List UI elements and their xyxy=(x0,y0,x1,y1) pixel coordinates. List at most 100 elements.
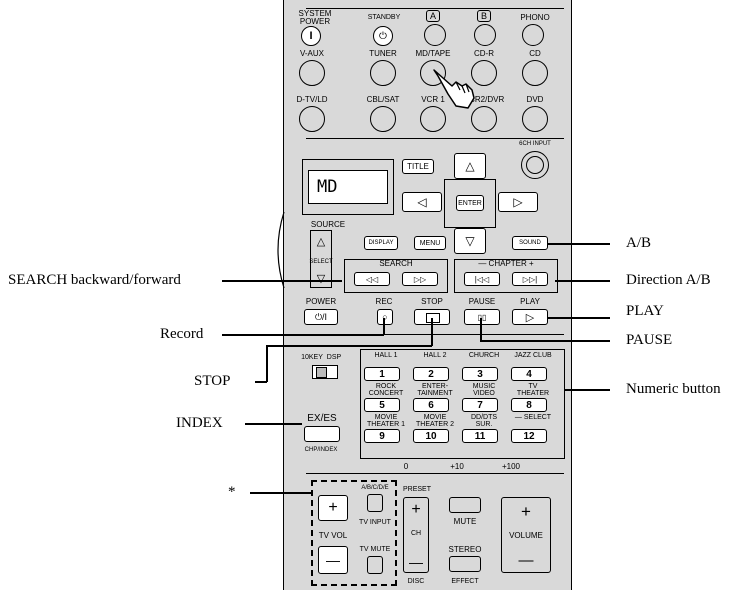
cd-label: CD xyxy=(529,49,541,58)
cd-r-button[interactable] xyxy=(471,60,497,86)
callout-line-numeric xyxy=(564,389,610,391)
volume-rocker xyxy=(501,497,551,573)
tv-vol-down-button[interactable]: — xyxy=(318,546,348,574)
nav-cross-frame xyxy=(444,179,496,227)
tv-vol-up-button[interactable]: + xyxy=(318,495,348,521)
title-button[interactable]: TITLE xyxy=(402,159,434,174)
abcde-button[interactable] xyxy=(367,494,383,512)
callout-line-play xyxy=(548,317,610,319)
source-label: SOURCE xyxy=(310,220,346,229)
ch-up-button[interactable]: + xyxy=(411,501,421,518)
callout-line-stop xyxy=(431,318,433,346)
numeric-button-9[interactable]: 9 xyxy=(364,429,400,443)
numeric-button-4[interactable]: 4 xyxy=(511,367,547,381)
display-screen: MD xyxy=(308,170,388,204)
v-aux-button[interactable] xyxy=(299,60,325,86)
divider xyxy=(306,473,564,474)
enter-button[interactable]: ENTER xyxy=(456,195,484,211)
callout-play: PLAY xyxy=(626,303,664,319)
search-back-button[interactable]: ◁◁ xyxy=(354,272,390,286)
cd-button[interactable] xyxy=(522,60,548,86)
up-button[interactable]: △ xyxy=(454,153,486,179)
dvd-button[interactable] xyxy=(522,106,548,132)
system-power-button[interactable]: I xyxy=(301,26,321,46)
numeric-button-2[interactable]: 2 xyxy=(413,367,449,381)
b-label: B xyxy=(477,10,491,22)
power-button[interactable]: ⏻/I xyxy=(304,309,338,325)
md-tape-button[interactable] xyxy=(420,60,446,86)
numeric-button-10[interactable]: 10 xyxy=(413,429,449,443)
b-button[interactable] xyxy=(474,24,496,46)
numeric-button-12[interactable]: 12 xyxy=(511,429,547,443)
menu-button[interactable]: MENU xyxy=(414,236,446,250)
volume-down-button[interactable]: — xyxy=(518,552,534,569)
numeric-button-11[interactable]: 11 xyxy=(462,429,498,443)
chapter-back-button[interactable]: |◁◁ xyxy=(464,272,500,286)
right-button[interactable]: ▷ xyxy=(498,192,538,212)
chapter-group-frame xyxy=(454,259,558,293)
numeric-button-1[interactable]: 1 xyxy=(364,367,400,381)
display-frame xyxy=(302,159,394,215)
cbl-sat-button[interactable] xyxy=(370,106,396,132)
numeric-button-8[interactable]: 8 xyxy=(511,398,547,412)
below-num-0: 0 xyxy=(403,462,409,471)
numeric-button-7[interactable]: 7 xyxy=(462,398,498,412)
search-label: SEARCH xyxy=(379,259,413,268)
switch-knob xyxy=(316,367,327,378)
vcr1-button[interactable] xyxy=(420,106,446,132)
left-button[interactable]: ◁ xyxy=(402,192,442,212)
vcr2-dvr-button[interactable] xyxy=(471,106,497,132)
callout-numeric: Numeric button xyxy=(626,381,721,397)
numeric-label-7: MUSIC VIDEO xyxy=(472,383,496,397)
source-down-button[interactable]: ▽ xyxy=(316,273,326,285)
source-up-button[interactable]: △ xyxy=(316,236,326,248)
display-button[interactable]: DISPLAY xyxy=(364,236,398,250)
chapter-label: — CHAPTER + xyxy=(478,259,534,268)
remote-control: SYSTEM POWER STANDBY A B PHONO I ⏻ V-AUX… xyxy=(283,0,572,590)
search-forward-button[interactable]: ▷▷ xyxy=(402,272,438,286)
numeric-button-5[interactable]: 5 xyxy=(364,398,400,412)
callout-line-search xyxy=(222,280,342,282)
phono-label: PHONO xyxy=(520,13,550,22)
mute-button[interactable] xyxy=(449,497,481,513)
ch-down-button[interactable]: — xyxy=(409,554,423,570)
d-tv-ld-button[interactable] xyxy=(299,106,325,132)
tv-mute-label: TV MUTE xyxy=(359,546,391,553)
numeric-label-10: MOVIE THEATER 2 xyxy=(416,414,454,428)
tv-mute-button[interactable] xyxy=(367,556,383,574)
play-button[interactable]: ▷ xyxy=(512,309,548,325)
standby-icon: ⏻ xyxy=(379,30,387,42)
dsp-label: DSP xyxy=(326,354,342,361)
callout-direction: Direction A/B xyxy=(626,272,711,288)
ex-es-button[interactable] xyxy=(304,426,340,442)
down-button[interactable]: ▽ xyxy=(454,228,486,254)
stereo-button[interactable] xyxy=(449,556,481,572)
play-label: PLAY xyxy=(520,297,540,306)
callout-line-pause xyxy=(480,318,482,341)
rec-label: REC xyxy=(375,297,393,306)
numeric-button-6[interactable]: 6 xyxy=(413,398,449,412)
chapter-forward-button[interactable]: ▷▷| xyxy=(512,272,548,286)
divider xyxy=(306,334,564,335)
pause-button[interactable]: ▯▯ xyxy=(464,309,500,325)
10key-dsp-switch[interactable] xyxy=(312,365,338,379)
preset-label: PRESET xyxy=(402,486,431,493)
numeric-button-3[interactable]: 3 xyxy=(462,367,498,381)
callout-line-ab xyxy=(548,243,610,245)
rec-button[interactable]: ○ xyxy=(377,309,393,325)
standby-label: STANDBY xyxy=(367,14,401,21)
numeric-label-3: CHURCH xyxy=(468,352,500,359)
stop-icon xyxy=(426,313,440,323)
sound-button[interactable]: SOUND xyxy=(512,236,548,250)
a-button[interactable] xyxy=(424,24,446,46)
callout-index: INDEX xyxy=(176,415,223,431)
nav-cross-line xyxy=(444,227,496,228)
phono-button[interactable] xyxy=(522,24,544,46)
pointing-hand-icon xyxy=(433,69,475,109)
callout-line-record xyxy=(383,318,385,335)
standby-button[interactable]: ⏻ xyxy=(373,26,393,46)
divider xyxy=(306,8,564,9)
volume-label: VOLUME xyxy=(509,531,543,540)
tuner-button[interactable] xyxy=(370,60,396,86)
volume-up-button[interactable]: + xyxy=(521,502,531,521)
